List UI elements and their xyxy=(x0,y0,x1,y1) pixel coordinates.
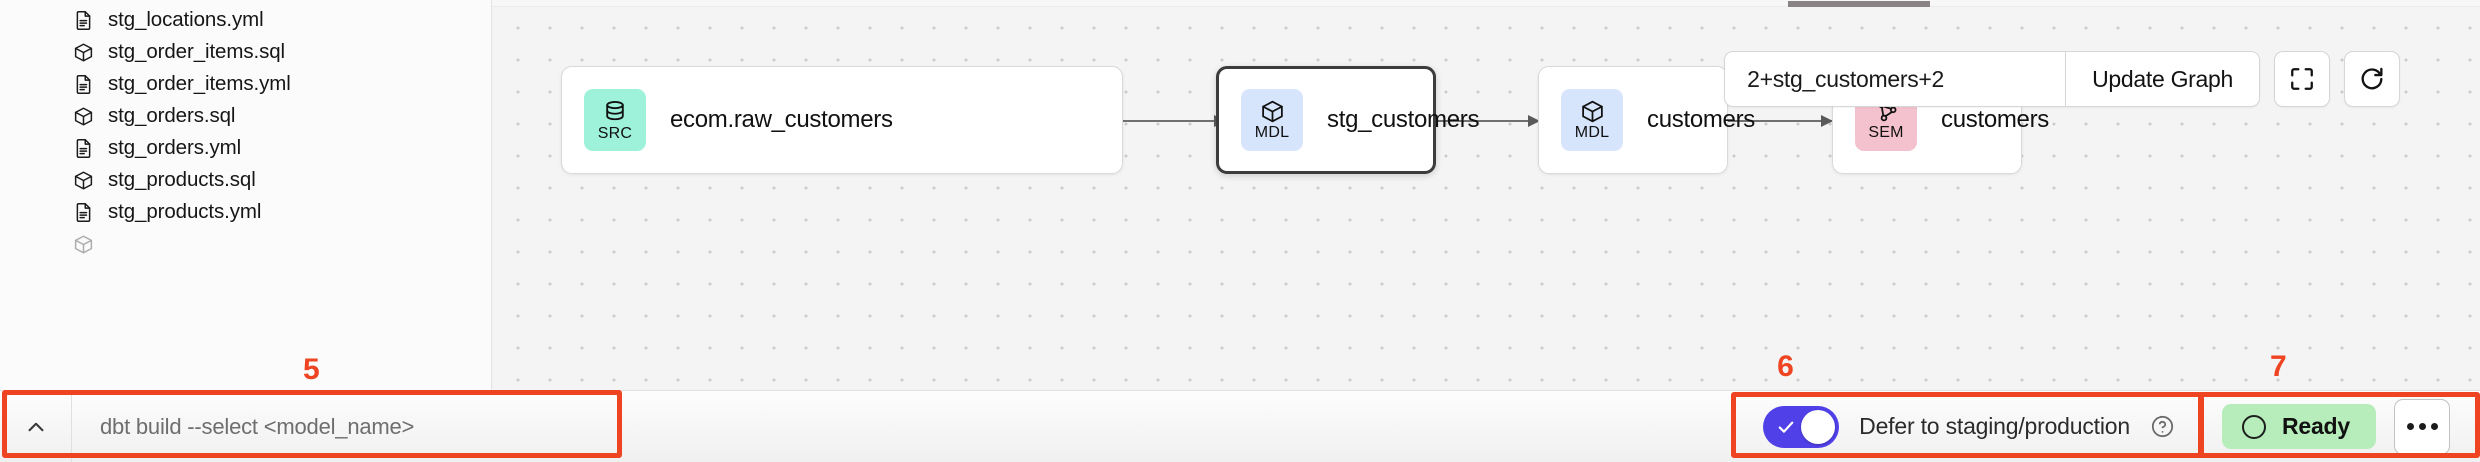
node-badge-label: MDL xyxy=(1574,124,1610,141)
dbt-command-input[interactable] xyxy=(72,390,492,462)
file-row[interactable]: stg_products.yml xyxy=(0,196,491,228)
yml-file-icon xyxy=(72,73,94,95)
node-title: ecom.raw_customers xyxy=(670,106,893,133)
defer-toggle-group: Defer to staging/production xyxy=(1737,391,2200,462)
node-title: stg_customers xyxy=(1327,106,1480,133)
chevron-up-icon[interactable] xyxy=(0,390,72,462)
ellipsis-icon[interactable] xyxy=(2394,398,2450,455)
ellipsis-dot xyxy=(2418,423,2426,430)
node-title: customers xyxy=(1647,106,1755,133)
refresh-icon[interactable] xyxy=(2344,51,2400,107)
node-badge-label: SRC xyxy=(597,124,633,142)
graph-node-mdl-stg-customers[interactable]: MDL stg_customers xyxy=(1216,66,1479,174)
update-graph-button[interactable]: Update Graph xyxy=(2066,52,2259,106)
sql-model-icon xyxy=(72,169,94,191)
canvas-horizontal-scrollbar[interactable] xyxy=(492,0,2480,7)
file-row[interactable]: stg_products.sql xyxy=(0,164,491,196)
status-badge[interactable]: Ready xyxy=(2221,404,2376,449)
defer-toggle[interactable] xyxy=(1763,405,1840,448)
graph-node-src-ecom-raw-customers[interactable]: SRC ecom.raw_customers xyxy=(561,66,1123,174)
sql-model-icon xyxy=(72,105,94,127)
file-label: stg_orders.sql xyxy=(108,104,236,127)
file-label: stg_order_items.sql xyxy=(108,40,285,63)
circle-icon xyxy=(2241,414,2266,439)
file-explorer-sidebar[interactable]: stg_locations.yml stg_order_items.sql xyxy=(0,0,492,390)
check-icon xyxy=(1776,417,1796,442)
node-badge-mdl: MDL xyxy=(1241,89,1303,151)
graph-node-mdl-customers[interactable]: MDL customers xyxy=(1538,66,1755,174)
status-group: Ready xyxy=(2200,391,2480,462)
graph-selector-input[interactable] xyxy=(1725,52,2066,106)
status-badge-label: Ready xyxy=(2281,413,2350,439)
yml-file-icon xyxy=(72,137,94,159)
node-badge-src: SRC xyxy=(584,89,646,151)
help-circle-icon[interactable] xyxy=(2150,414,2176,440)
yml-file-icon xyxy=(72,9,94,31)
file-row[interactable]: stg_locations.yml xyxy=(0,4,491,36)
graph-selector-group: Update Graph xyxy=(1724,51,2260,107)
file-row-partial[interactable] xyxy=(0,228,491,260)
ellipsis-dot xyxy=(2406,423,2414,430)
main-area: stg_locations.yml stg_order_items.sql xyxy=(0,0,2480,390)
lineage-graph-canvas[interactable]: Update Graph xyxy=(492,0,2480,390)
graph-edge xyxy=(1435,115,1540,127)
file-row[interactable]: stg_orders.sql xyxy=(0,100,491,132)
file-label: stg_order_items.yml xyxy=(108,72,291,95)
command-bar xyxy=(0,390,492,462)
toggle-knob xyxy=(1801,409,1836,444)
expand-fullscreen-icon[interactable] xyxy=(2274,51,2330,107)
file-row[interactable]: stg_order_items.yml xyxy=(0,68,491,100)
scrollbar-thumb[interactable] xyxy=(1788,1,1930,7)
node-badge-label: SEM xyxy=(1868,124,1904,141)
ellipsis-dot xyxy=(2430,423,2438,430)
sql-model-icon xyxy=(72,41,94,63)
graph-edge xyxy=(1122,115,1226,127)
file-label: stg_products.yml xyxy=(108,200,262,223)
node-title: customers xyxy=(1941,106,2049,133)
sql-model-icon xyxy=(72,233,94,255)
graph-toolbar: Update Graph xyxy=(1724,51,2400,107)
yml-file-icon xyxy=(72,201,94,223)
file-label: stg_orders.yml xyxy=(108,136,242,159)
file-label: stg_products.sql xyxy=(108,168,256,191)
bottom-status-bar: Defer to staging/production Ready xyxy=(0,390,2480,462)
graph-edge xyxy=(1726,115,1833,127)
toolbar-divider xyxy=(2065,52,2067,106)
defer-toggle-label: Defer to staging/production xyxy=(1859,413,2130,439)
node-badge-label: MDL xyxy=(1254,124,1290,141)
node-badge-mdl: MDL xyxy=(1561,89,1623,151)
file-label: stg_locations.yml xyxy=(108,8,264,31)
file-row[interactable]: stg_order_items.sql xyxy=(0,36,491,68)
file-row[interactable]: stg_orders.yml xyxy=(0,132,491,164)
